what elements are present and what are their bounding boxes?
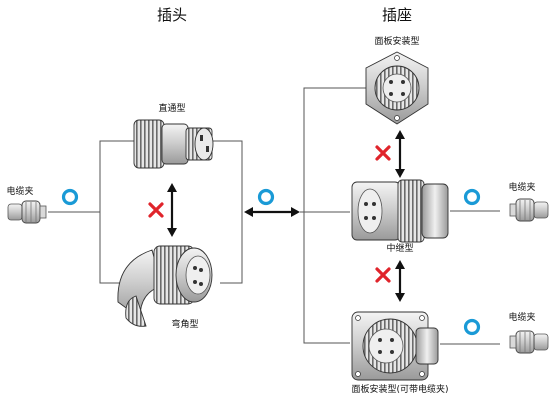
double-arrow-icon bbox=[395, 260, 405, 302]
right-cable-clamp-top-label: 电缆夹 bbox=[508, 181, 535, 193]
double-arrow-icon bbox=[167, 183, 177, 237]
straight-plug-image bbox=[133, 119, 214, 169]
straight-plug-label: 直通型 bbox=[158, 102, 185, 114]
socket-heading: 插座 bbox=[382, 6, 412, 24]
panel-mount-socket-image bbox=[365, 51, 429, 125]
left-bracket bbox=[99, 140, 136, 284]
panel-mount-with-clamp-label: 面板安装型(可带电缆夹) bbox=[351, 383, 448, 395]
inline-socket-label: 中继型 bbox=[386, 242, 413, 254]
blue-ring-icon bbox=[257, 188, 275, 206]
inline-socket-image bbox=[351, 179, 449, 243]
right-cable-clamp-bottom-image bbox=[509, 330, 549, 354]
red-cross-icon bbox=[375, 267, 391, 283]
plug-heading: 插头 bbox=[157, 6, 187, 24]
right-bracket bbox=[208, 140, 243, 284]
left-cable-clamp-label: 电缆夹 bbox=[6, 185, 33, 197]
red-cross-icon bbox=[148, 202, 164, 218]
left-cable-clamp-image bbox=[7, 200, 47, 224]
elbow-plug-label: 弯角型 bbox=[171, 318, 198, 330]
panel-mount-with-clamp-socket-image bbox=[351, 311, 439, 381]
blue-ring-icon bbox=[463, 188, 481, 206]
panel-mount-label: 面板安装型 bbox=[374, 35, 419, 47]
red-cross-icon bbox=[375, 145, 391, 161]
right-cable-clamp-bottom-label: 电缆夹 bbox=[508, 311, 535, 323]
socket-bracket bbox=[303, 87, 366, 344]
right-cable-clamp-top-image bbox=[509, 198, 549, 222]
elbow-plug-image bbox=[117, 245, 213, 327]
double-arrow-icon bbox=[395, 130, 405, 178]
blue-ring-icon bbox=[463, 318, 481, 336]
blue-ring-icon bbox=[61, 188, 79, 206]
double-arrow-icon bbox=[244, 207, 300, 217]
